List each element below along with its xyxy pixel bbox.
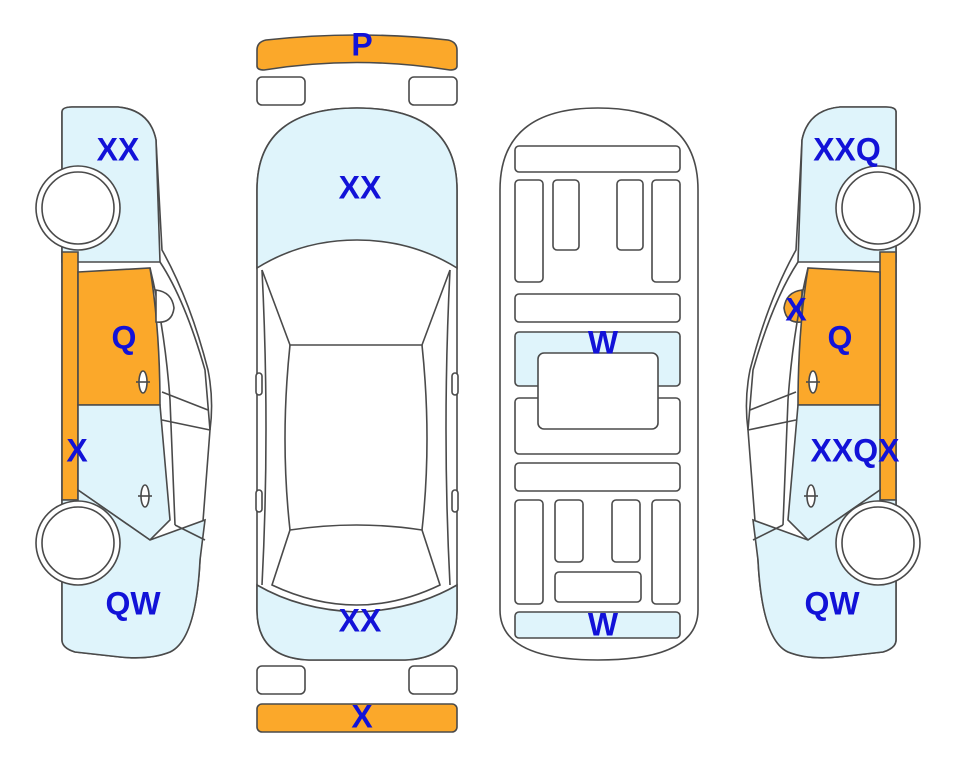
- top-view: [255, 34, 459, 733]
- hood-code: XX: [339, 169, 382, 205]
- trunk-panel[interactable]: [256, 583, 458, 661]
- left-front-wheel: [35, 165, 121, 251]
- left-front-door-handle-icon: [136, 370, 150, 394]
- right-a-pillar-code: X: [785, 291, 807, 327]
- left-rear-door-handle-icon: [138, 484, 152, 508]
- left-rocker-code: X: [66, 432, 88, 468]
- front-bumper-panel[interactable]: [256, 34, 458, 71]
- right-front-door-code: Q: [828, 319, 853, 355]
- underbody-mid-code: W: [588, 324, 619, 360]
- left-rear-wheel: [35, 500, 121, 586]
- left-rear-quarter-code: QW: [105, 585, 161, 621]
- underbody-rear-code: W: [588, 606, 619, 642]
- rear-bumper-code: X: [351, 698, 373, 734]
- right-rear-door-code: XXQX: [811, 432, 901, 468]
- right-front-door-handle-icon: [806, 370, 820, 394]
- underbody-view: [499, 107, 699, 661]
- front-left-light: [256, 76, 306, 106]
- right-rear-door-handle-icon: [804, 484, 818, 508]
- right-rear-quarter-code: QW: [804, 585, 860, 621]
- left-mirror: [155, 289, 175, 324]
- left-side-view: [35, 106, 213, 659]
- right-front-fender-code: XXQ: [813, 131, 881, 167]
- right-side-view: [745, 106, 921, 659]
- right-rear-wheel: [835, 500, 921, 586]
- rear-left-light: [256, 665, 306, 695]
- front-bumper-code: P: [351, 26, 372, 62]
- rear-bumper-panel[interactable]: [256, 703, 458, 733]
- right-front-wheel: [835, 165, 921, 251]
- trunk-code: XX: [339, 602, 382, 638]
- hood-panel[interactable]: [256, 107, 458, 270]
- damage-code-labels: P XX XX X W W XX Q X QW XXQ X Q XXQX QW: [66, 26, 900, 734]
- underbody-rear-panel[interactable]: [514, 611, 681, 639]
- rear-right-light: [408, 665, 458, 695]
- left-front-door-code: Q: [112, 319, 137, 355]
- left-front-fender-code: XX: [97, 131, 140, 167]
- front-right-light: [408, 76, 458, 106]
